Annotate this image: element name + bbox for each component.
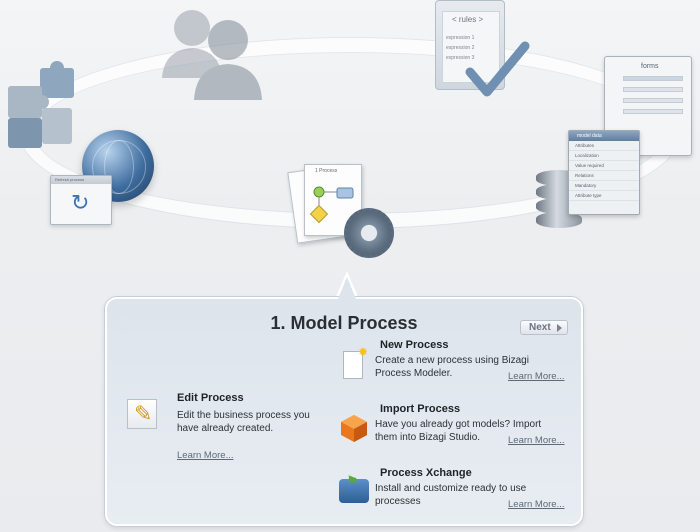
model-data-line: Attribute type [569, 191, 639, 201]
new-process-learn-more[interactable]: Learn More... [508, 371, 565, 382]
model-data-line: Relations [569, 171, 639, 181]
next-button-label: Next [529, 322, 551, 333]
new-document-icon[interactable]: ✹ [343, 345, 368, 379]
edit-pencil-icon[interactable]: ✎ [127, 399, 157, 429]
process-xchange-learn-more[interactable]: Learn More... [508, 499, 565, 510]
new-process-title[interactable]: New Process [380, 339, 449, 351]
edit-process-learn-more[interactable]: Learn More... [177, 450, 234, 461]
rules-line: expression 1 [446, 35, 475, 41]
puzzle-icon [8, 61, 74, 148]
gear-icon [344, 208, 394, 258]
import-process-title[interactable]: Import Process [380, 403, 461, 415]
new-process-item: New Process Create a new process using B… [375, 339, 575, 382]
workflow-illustration: < rules > expression 1 expression 2 expr… [8, 0, 692, 265]
model-data-line: Value required [569, 161, 639, 171]
model-process-icon: 1 Process [287, 160, 402, 265]
model-process-panel: 1. Model Process Next ✎ Edit Process Edi… [105, 297, 583, 526]
rules-clipboard-icon: < rules > expression 1 expression 2 expr… [435, 0, 530, 102]
refresh-window-icon: Refresh process ↻ [50, 175, 112, 225]
next-button[interactable]: Next [520, 320, 568, 335]
import-process-learn-more[interactable]: Learn More... [508, 435, 565, 446]
users-icon [162, 10, 262, 100]
process-sheet-label: 1 Process [315, 168, 338, 174]
model-data-line: Attributes [569, 141, 639, 151]
next-arrow-icon [557, 324, 562, 332]
process-xchange-desc: Install and customize ready to use proce… [375, 483, 527, 507]
flow-diagram-icon [309, 186, 354, 224]
edit-process-desc: Edit the business process you have alrea… [177, 410, 310, 434]
process-xchange-item: Process Xchange Install and customize re… [375, 467, 575, 510]
edit-process-item: Edit Process Edit the business process y… [177, 392, 327, 461]
process-xchange-icon[interactable]: ⚑ [339, 473, 369, 503]
model-data-label: model data [569, 131, 639, 141]
import-process-item: Import Process Have you already got mode… [375, 403, 575, 446]
refresh-icon: ↻ [71, 190, 90, 215]
panel-title: 1. Model Process [270, 313, 418, 333]
rules-line: expression 2 [446, 45, 475, 51]
new-process-desc: Create a new process using Bizagi Proces… [375, 355, 529, 379]
forms-label: forms [641, 63, 659, 70]
model-data-line: Mandatory [569, 181, 639, 191]
rules-line: expression 3 [446, 55, 475, 61]
checkmark-icon [465, 41, 530, 97]
refresh-window-title: Refresh process [51, 176, 111, 184]
edit-process-title[interactable]: Edit Process [177, 392, 244, 404]
model-data-line: Localization [569, 151, 639, 161]
panel-pointer-inner [338, 277, 356, 299]
model-data-panel-icon: model data Attributes Localization Value… [568, 130, 640, 215]
import-process-desc: Have you already got models? Import them… [375, 419, 542, 443]
import-box-icon[interactable] [339, 413, 369, 443]
process-xchange-title[interactable]: Process Xchange [380, 467, 472, 479]
rules-label: < rules > [452, 15, 484, 24]
